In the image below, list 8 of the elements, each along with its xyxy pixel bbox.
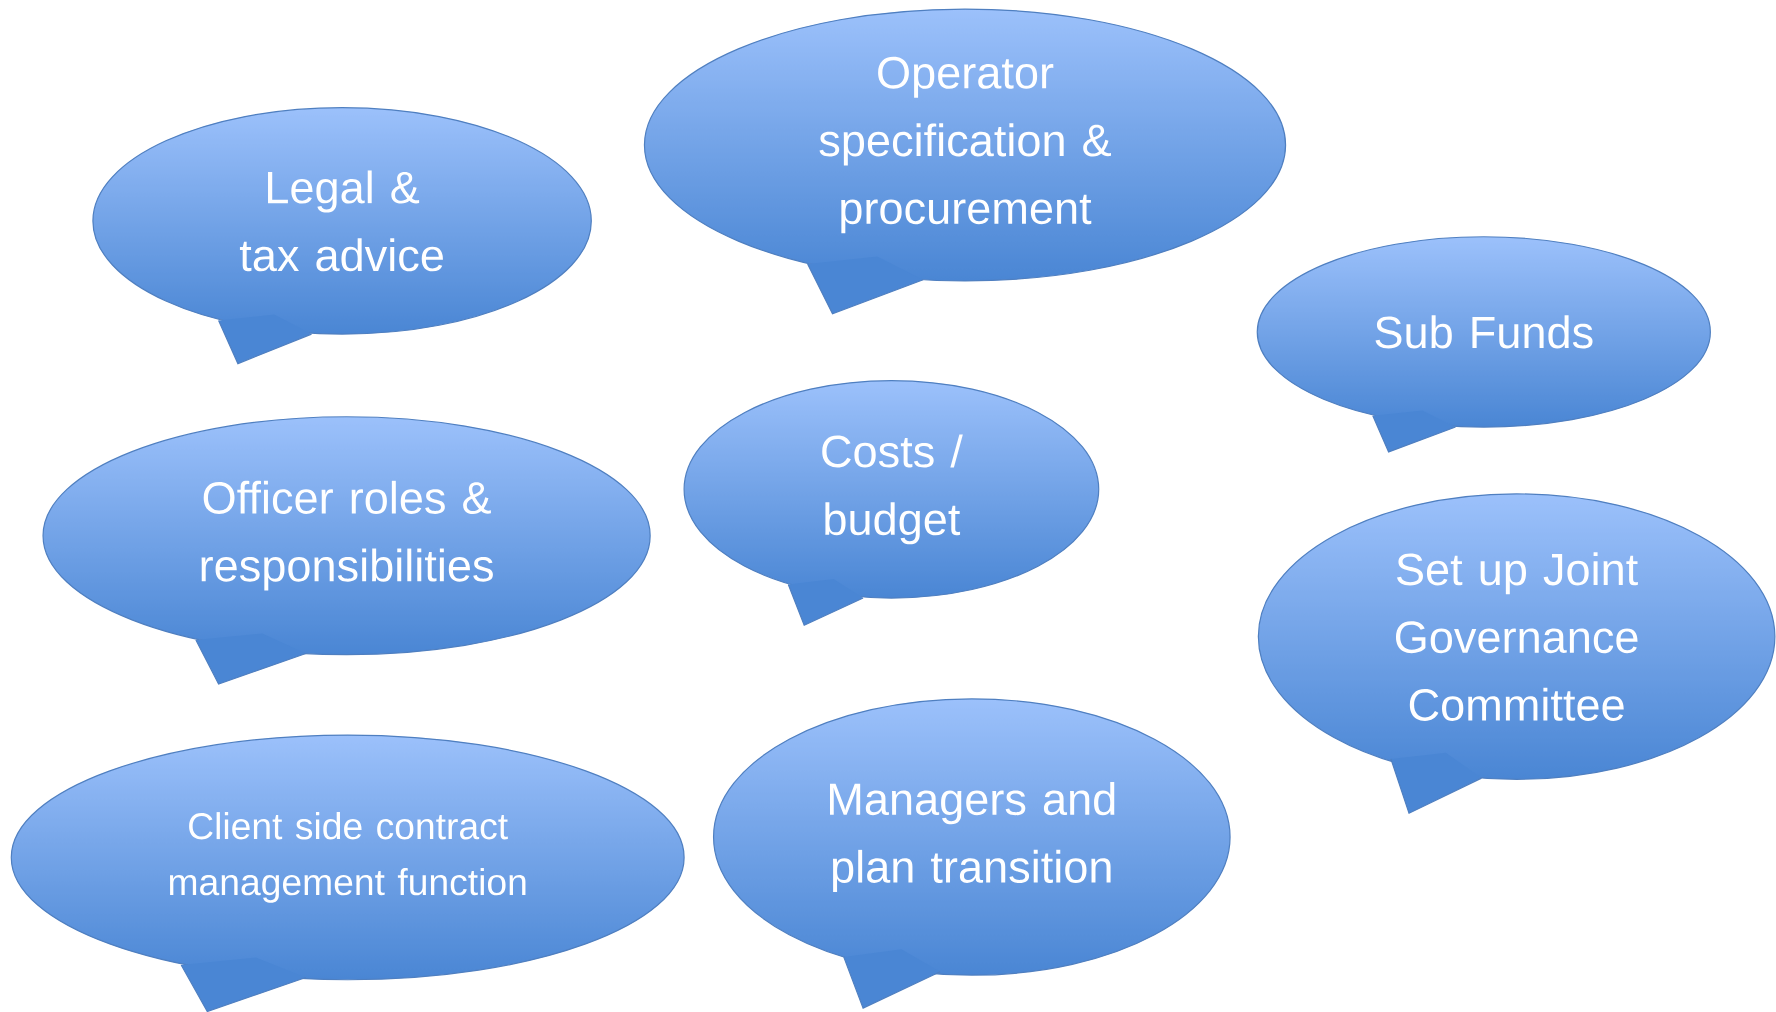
speech-bubble: Operator specification & procurement xyxy=(643,8,1287,315)
speech-bubble: Sub Funds xyxy=(1256,236,1711,453)
speech-bubble: Managers and plan transition xyxy=(712,698,1231,1009)
speech-bubble: Officer roles & responsibilities xyxy=(42,416,651,685)
speech-bubble: Set up Joint Governance Committee xyxy=(1257,493,1776,815)
speech-bubble: Costs / budget xyxy=(683,379,1100,627)
speech-bubble: Client side contract management function xyxy=(10,734,685,1012)
speech-bubble: Legal & tax advice xyxy=(92,107,592,365)
